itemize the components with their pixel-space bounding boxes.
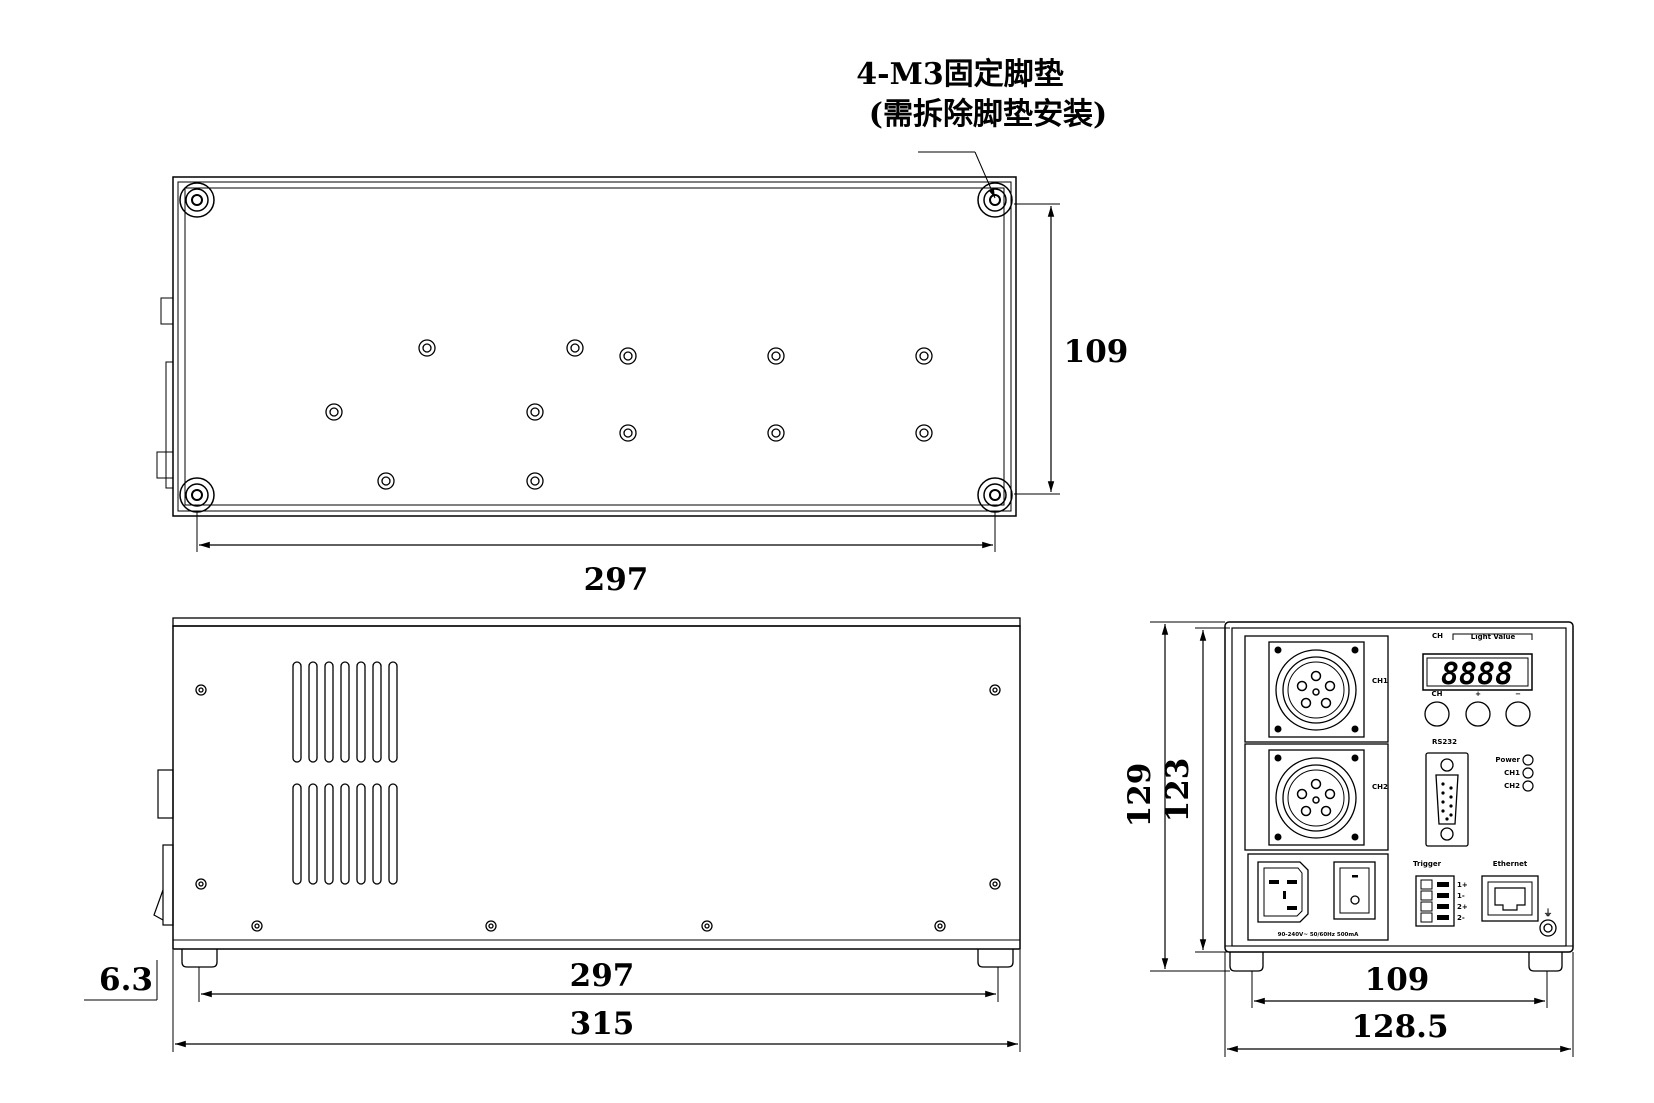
ground-terminal[interactable]: ⏚ <box>1539 908 1557 937</box>
dim-front-feet-span-label: 109 <box>1365 962 1430 998</box>
dim-bottom-width: 297 <box>196 512 996 598</box>
segment-display: 8888 <box>1422 653 1533 692</box>
side-vents <box>292 661 398 885</box>
trigger-terminal[interactable]: Trigger 1+ 1- 2+ 2- <box>1413 860 1468 927</box>
ch1-label: CH1 <box>1372 677 1388 685</box>
screw <box>325 403 343 421</box>
foot-bottom-right <box>977 477 1013 513</box>
ch2-connector[interactable]: CH2 <box>1244 743 1389 851</box>
led-power-label: Power <box>1495 756 1520 764</box>
screw <box>566 339 584 357</box>
screw <box>619 424 637 442</box>
trigger-pin-1: 1+ <box>1457 881 1468 889</box>
front-outer-case <box>1224 621 1574 953</box>
led-power <box>1522 754 1534 766</box>
bottom-view: 109 297 <box>156 176 1129 598</box>
dim-front-total-width: 128.5 <box>1224 952 1574 1057</box>
dim-side-foot-height: 6.3 <box>84 960 158 1001</box>
display-value: 8888 <box>1441 657 1513 692</box>
dim-front-total-width-label: 128.5 <box>1351 1009 1448 1045</box>
foot-top-right <box>977 182 1013 218</box>
screw <box>915 424 933 442</box>
button-minus-label: − <box>1515 690 1521 698</box>
status-leds: Power CH1 CH2 <box>1495 754 1534 792</box>
ethernet-port[interactable]: Ethernet <box>1481 860 1539 922</box>
power-switch[interactable] <box>1333 861 1376 920</box>
screw <box>619 347 637 365</box>
power-rating: 90-240V~ 50/60Hz 500mA <box>1278 932 1359 938</box>
button-ch-label: CH <box>1432 690 1443 698</box>
ch2-label: CH2 <box>1372 783 1388 791</box>
front-foot-right <box>1528 952 1563 972</box>
side-switch-protrusion <box>162 844 174 926</box>
foot-top-left <box>179 182 215 218</box>
power-module: 90-240V~ 50/60Hz 500mA <box>1247 853 1389 941</box>
button-plus[interactable] <box>1465 701 1491 727</box>
rs232-port[interactable]: RS232 <box>1425 738 1469 847</box>
dim-front-total-height: 129 <box>1122 621 1230 972</box>
dim-front-total-height-label: 129 <box>1122 763 1158 828</box>
note-leader-arrow <box>974 151 996 199</box>
screw <box>915 347 933 365</box>
led-ch1 <box>1522 767 1534 779</box>
dim-front-body-height-label: 123 <box>1160 758 1196 823</box>
bottom-screws <box>325 339 933 490</box>
screw <box>526 472 544 490</box>
bottom-view-outline <box>172 176 1017 517</box>
side-top-edge <box>172 617 1021 627</box>
screw <box>767 347 785 365</box>
front-view: CH1 CH2 CH Light Value <box>1122 621 1574 1057</box>
ch1-connector[interactable]: CH1 <box>1244 635 1389 743</box>
dim-side-total-length-label: 315 <box>570 1006 635 1042</box>
ch-header: CH <box>1432 632 1443 640</box>
screw <box>767 424 785 442</box>
dim-bottom-depth: 109 <box>1014 203 1129 495</box>
dim-side-total-length: 315 <box>172 950 1021 1052</box>
trigger-pin-4: 2- <box>1457 914 1465 922</box>
button-plus-label: + <box>1475 690 1481 698</box>
protrusion-connector <box>160 297 174 325</box>
foot-mount-note: 4-M3固定脚垫 (需拆除脚垫安装) <box>856 57 1107 199</box>
dim-bottom-width-label: 297 <box>584 562 649 598</box>
side-foot-left <box>181 949 218 968</box>
bottom-view-inner-outline <box>177 181 1012 512</box>
note-line-1: 4-M3固定脚垫 <box>856 57 1063 92</box>
power-inlet[interactable] <box>1257 861 1309 923</box>
ethernet-label: Ethernet <box>1493 860 1528 868</box>
screw <box>377 472 395 490</box>
trigger-label: Trigger <box>1413 860 1442 868</box>
screw <box>526 403 544 421</box>
protrusion-switch <box>156 451 174 479</box>
protrusion-side-panel <box>165 361 174 489</box>
dim-side-foot-height-label: 6.3 <box>99 962 153 998</box>
side-foot-right <box>977 949 1014 968</box>
screw <box>418 339 436 357</box>
led-ch2 <box>1522 780 1534 792</box>
button-minus[interactable] <box>1505 701 1531 727</box>
ground-symbol-icon: ⏚ <box>1543 908 1552 919</box>
trigger-pin-2: 1- <box>1457 892 1465 900</box>
note-line-2: (需拆除脚垫安装) <box>869 97 1107 132</box>
dim-bottom-depth-label: 109 <box>1064 334 1129 370</box>
button-ch[interactable] <box>1424 701 1450 727</box>
dim-side-feet-span: 297 <box>198 958 999 1002</box>
side-connector-protrusion <box>157 769 174 819</box>
light-value-header: Light Value <box>1471 633 1516 641</box>
front-foot-left <box>1229 952 1264 972</box>
panel-buttons: CH + − <box>1424 690 1531 727</box>
trigger-pin-3: 2+ <box>1457 903 1468 911</box>
rs232-label: RS232 <box>1432 738 1457 746</box>
side-screws <box>195 684 1001 932</box>
bottom-plate <box>184 187 1005 506</box>
display-header: CH Light Value <box>1432 632 1533 641</box>
led-ch1-label: CH1 <box>1504 769 1520 777</box>
side-view: 297 315 6.3 <box>84 617 1021 1052</box>
led-ch2-label: CH2 <box>1504 782 1520 790</box>
dim-front-feet-span: 109 <box>1251 962 1548 1008</box>
dim-side-feet-span-label: 297 <box>570 958 635 994</box>
dim-front-body-height: 123 <box>1160 627 1230 953</box>
side-body <box>172 625 1021 950</box>
